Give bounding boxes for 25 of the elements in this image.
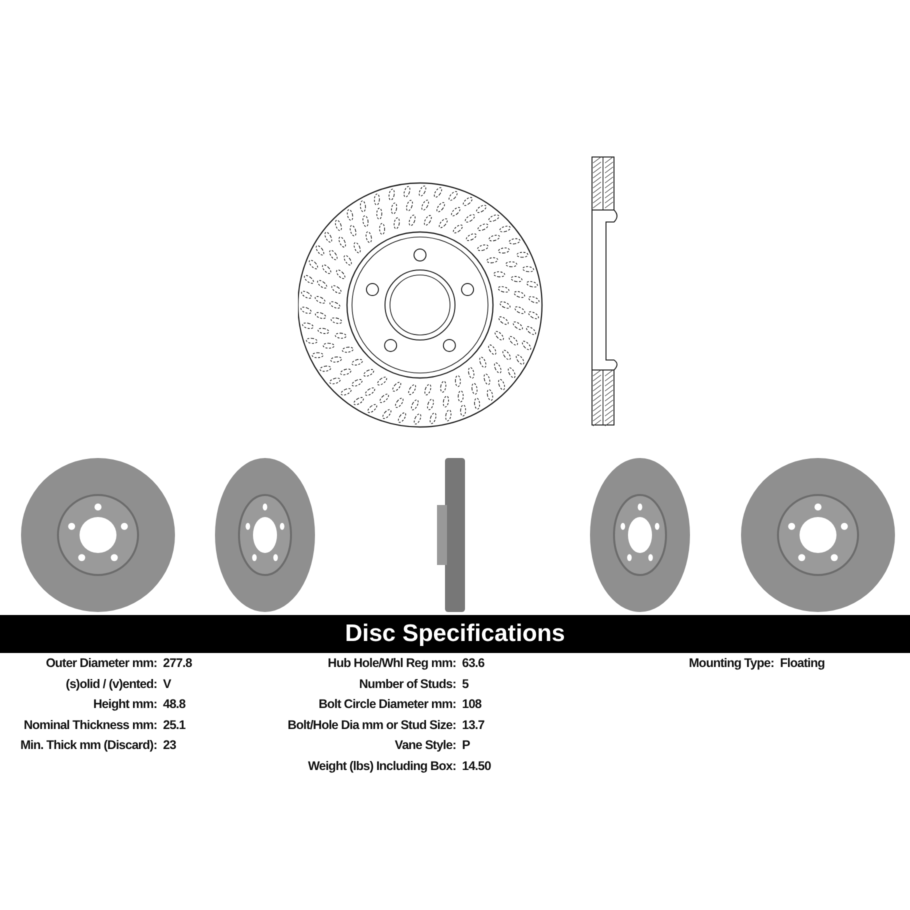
- spec-value: Floating: [780, 656, 825, 670]
- spec-name: Outer Diameter mm:: [46, 656, 157, 670]
- spec-value: 14.50: [462, 758, 491, 772]
- spec-value: 63.6: [462, 656, 484, 670]
- spec-name: Min. Thick mm (Discard):: [20, 738, 157, 752]
- table-title: Disc Specifications: [0, 615, 910, 653]
- spec-name: Hub Hole/Whl Reg mm:: [328, 656, 456, 670]
- spec-value: 23: [163, 738, 176, 752]
- spec-value: 108: [462, 697, 482, 711]
- spec-name: Number of Studs:: [359, 676, 456, 690]
- spec-value: P: [462, 738, 470, 752]
- spec-name: Nominal Thickness mm:: [24, 718, 157, 732]
- spec-name: (s)olid / (v)ented:: [66, 676, 157, 690]
- spec-name: Bolt Circle Diameter mm:: [318, 697, 456, 711]
- spec-name: Vane Style:: [394, 738, 456, 752]
- spec-value: 277.8: [163, 656, 192, 670]
- spec-value: V: [163, 676, 171, 690]
- spec-value: 13.7: [462, 718, 484, 732]
- spec-value: 25.1: [163, 718, 186, 732]
- spec-name: Weight (lbs) Including Box:: [308, 758, 456, 772]
- spec-value: 48.8: [163, 697, 186, 711]
- spec-name: Height mm:: [93, 697, 157, 711]
- spec-name: Bolt/Hole Dia mm or Stud Size:: [288, 718, 456, 732]
- spec-name: Mounting Type:: [688, 656, 774, 670]
- spec-value: 5: [462, 676, 468, 690]
